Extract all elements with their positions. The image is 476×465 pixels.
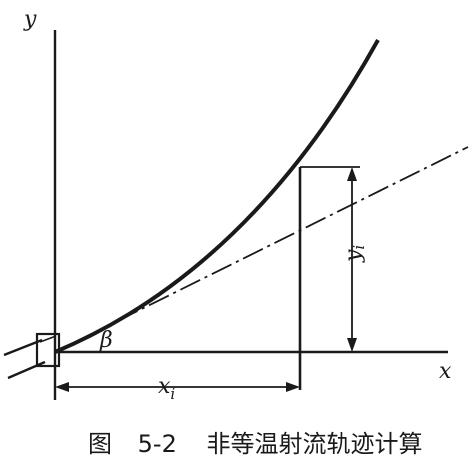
yi-dimension-label: yi xyxy=(341,245,368,263)
caption-number: 5-2 xyxy=(138,430,177,458)
nozzle-outlet xyxy=(3,332,61,380)
angle-beta-label: β xyxy=(99,328,113,353)
xi-subscript: i xyxy=(170,385,175,403)
xi-dimension xyxy=(55,382,300,392)
yi-letter: y xyxy=(341,249,366,263)
yi-subscript: i xyxy=(350,245,368,250)
xi-letter: x xyxy=(158,374,171,399)
yi-dimension xyxy=(347,167,357,352)
xi-dimension-label: xi xyxy=(158,374,175,403)
figure-caption: 图 5-2 非等温射流轨迹计算 xyxy=(88,430,422,458)
y-axis-label: y xyxy=(23,7,37,32)
x-axis-label: x xyxy=(439,359,452,384)
caption-title: 非等温射流轨迹计算 xyxy=(206,430,422,458)
jet-trajectory-curve xyxy=(54,39,380,354)
caption-prefix: 图 xyxy=(88,430,112,458)
